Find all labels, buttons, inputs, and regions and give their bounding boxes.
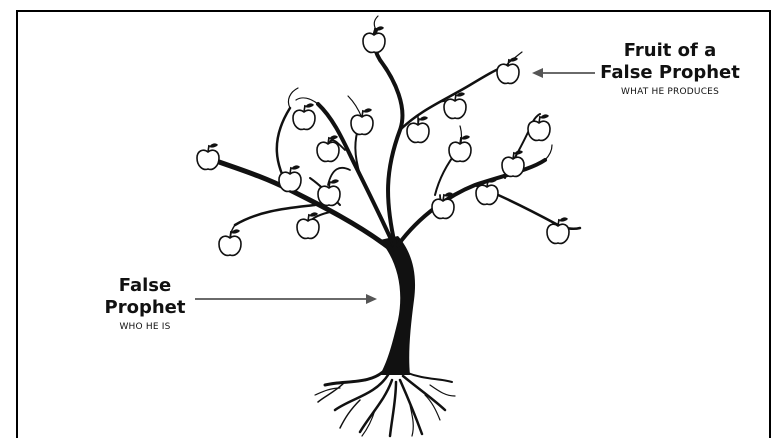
apple-icon: [218, 228, 242, 257]
apple-icon: [316, 134, 340, 163]
fruit-label: Fruit of a False Prophet WHAT HE PRODUCE…: [590, 40, 750, 97]
frame-border-right: [769, 10, 771, 438]
apple-icon: [317, 178, 341, 207]
arrow-left-icon: [532, 68, 595, 78]
apple-icon: [350, 107, 374, 136]
apple-icon: [196, 142, 220, 171]
prophet-label: False Prophet WHO HE IS: [100, 275, 190, 332]
apple-icon: [362, 25, 386, 54]
apple-icon: [292, 102, 316, 131]
apple-icon: [443, 91, 467, 120]
apple-icon: [501, 149, 525, 178]
fruit-label-line1: Fruit of a: [623, 40, 717, 61]
fruit-label-sub: WHAT HE PRODUCES: [621, 87, 719, 97]
arrow-right-icon: [195, 294, 377, 304]
apple-icon: [496, 56, 520, 85]
apple-icon: [527, 113, 551, 142]
prophet-label-line1: False: [118, 275, 172, 296]
tree-roots: [314, 368, 456, 438]
frame-border-left: [16, 10, 18, 438]
tree-branches: [205, 15, 582, 253]
frame-border-top: [16, 10, 771, 12]
prophet-label-line2: Prophet: [104, 297, 186, 318]
tree-trunk: [380, 236, 416, 375]
fruit-label-line2: False Prophet: [600, 62, 740, 83]
prophet-label-sub: WHO HE IS: [119, 322, 171, 332]
apple-icon: [278, 164, 302, 193]
apple-icon: [448, 134, 472, 163]
